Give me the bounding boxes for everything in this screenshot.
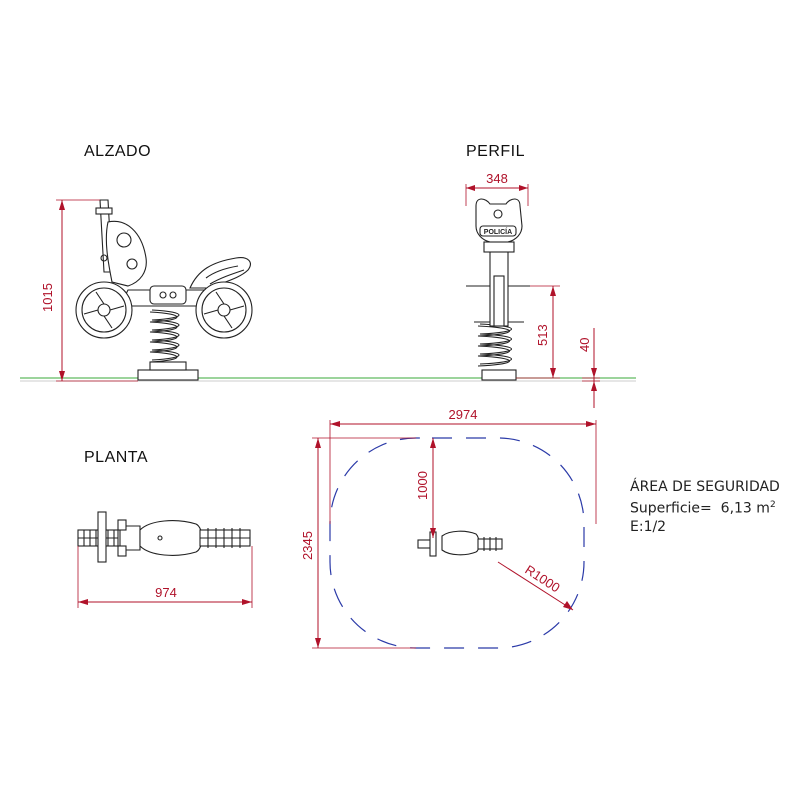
svg-text:POLICÍA: POLICÍA xyxy=(484,227,512,236)
safety-area-notes: ÁREA DE SEGURIDAD Superficie= 6,13 m2 E:… xyxy=(630,478,780,536)
notes-title: ÁREA DE SEGURIDAD xyxy=(630,479,780,495)
dimension-2974: 2974 xyxy=(449,407,478,422)
dimension-513: 513 xyxy=(535,324,550,346)
coil-spring-icon xyxy=(149,309,180,363)
perfil-view: POLICÍA 348 513 40 xyxy=(465,171,600,408)
base-plate xyxy=(137,369,199,381)
handlebar xyxy=(95,207,113,215)
notes-scale: E:1/2 xyxy=(630,518,667,535)
surface-exponent: 2 xyxy=(769,500,776,510)
body-plan-front xyxy=(119,525,141,551)
view-title-perfil: PERFIL xyxy=(466,143,526,160)
base-collar xyxy=(149,361,187,371)
planta-view: 974 xyxy=(77,511,253,608)
dimension-1015: 1015 xyxy=(40,283,55,312)
view-title-alzado: ALZADO xyxy=(84,143,152,160)
spoked-wheel-icon xyxy=(195,281,253,339)
surface-label: Superficie= xyxy=(630,500,712,517)
police-badge-icon xyxy=(149,285,187,305)
dimension-40: 40 xyxy=(577,338,592,352)
safety-area-boundary xyxy=(329,437,585,649)
police-badge-icon xyxy=(479,225,517,237)
view-title-planta: PLANTA xyxy=(84,449,149,466)
front-fairing xyxy=(105,220,147,287)
safety-area: 2974 2345 1000 R1000 xyxy=(300,407,597,649)
seat-plan xyxy=(139,520,203,556)
handlebar-plan xyxy=(97,511,107,563)
dimension-1000: 1000 xyxy=(415,471,430,500)
coil-spring-icon xyxy=(477,323,513,367)
profile-base xyxy=(481,369,517,381)
alzado-view: 1015 xyxy=(40,199,253,382)
surface-value: 6,13 m xyxy=(720,500,770,517)
profile-core xyxy=(493,275,505,327)
notes-surface: Superficie= 6,13 m2 xyxy=(630,496,780,518)
dimension-974: 974 xyxy=(155,585,177,600)
spoked-wheel-icon xyxy=(75,281,133,339)
safety-seat xyxy=(441,530,480,556)
dimension-2345: 2345 xyxy=(300,531,315,560)
headlight xyxy=(483,241,515,253)
radius-line xyxy=(497,561,574,611)
dimension-348: 348 xyxy=(486,171,508,186)
rear-fender xyxy=(189,257,251,289)
